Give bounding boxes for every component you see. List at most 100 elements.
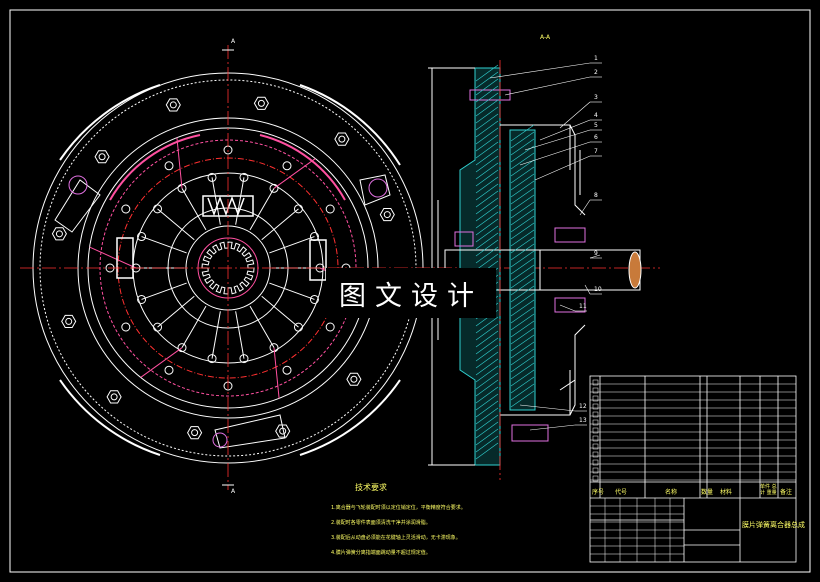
hatch-line [510, 376, 535, 394]
hatch-line [510, 285, 535, 303]
tb-seq-box [592, 411, 599, 418]
hatch-line [475, 428, 499, 446]
bolt-hole [275, 424, 291, 438]
spring-finger [249, 188, 275, 231]
rivet [282, 365, 292, 375]
watermark: 图文设计 [326, 268, 496, 318]
spring-finger [235, 311, 245, 359]
hatch-line [510, 299, 535, 317]
rivet [164, 161, 174, 171]
hatch-line [475, 330, 499, 348]
spring-finger [181, 188, 207, 231]
hatch-line [475, 351, 499, 369]
part-number: 12 [579, 403, 587, 410]
part-number: 5 [594, 122, 598, 129]
hatch-line [475, 232, 499, 250]
hatch-line [510, 292, 535, 310]
hatch-line [475, 323, 499, 341]
leader-line [584, 284, 591, 295]
spring-finger [141, 236, 187, 254]
hatch-line [475, 344, 499, 362]
spring-finger [261, 208, 299, 241]
hatch-line [510, 306, 535, 324]
hatch-line [510, 215, 535, 233]
spring-finger [261, 295, 299, 328]
tb-header-seq: 序号 [592, 489, 605, 496]
hatch-line [475, 218, 499, 236]
leader-line [489, 62, 591, 79]
drawing-frame [9, 9, 811, 573]
part-leaders [489, 62, 602, 431]
strap-line [273, 347, 280, 399]
hatch-line [510, 236, 535, 254]
hatch-line [510, 131, 535, 149]
finger-hole [137, 294, 147, 304]
hatch-line [475, 197, 499, 215]
tb-seq-box [592, 467, 599, 474]
hatch-line [475, 400, 499, 418]
hatch-line [475, 365, 499, 383]
spring-finger [157, 208, 195, 241]
cut-mark-bottom: A [231, 488, 236, 495]
title-block-rows [590, 379, 796, 482]
tech-note: 4.膜片弹簧分离指端面跳动量不超过规定值。 [331, 550, 431, 556]
leader-line [559, 101, 591, 129]
leader-line [559, 304, 576, 312]
hatch-line [475, 155, 499, 173]
rivet [164, 365, 174, 375]
spring-finger [141, 282, 187, 300]
hatch-line [510, 327, 535, 345]
section-hatch [475, 64, 535, 460]
bolt-hole [51, 227, 67, 241]
hatch-line [475, 442, 499, 460]
hatch-line [510, 369, 535, 387]
tb-seq-box [592, 443, 599, 450]
hatch-line [475, 379, 499, 397]
hatch-line [475, 337, 499, 355]
hatch-line [510, 271, 535, 289]
drawing-title: 膜片弹簧离合器总成 [742, 521, 805, 529]
tech-requirements-notes: 1.离合器与飞轮装配时须以定位销定位，平衡精度符合要求。 2.装配时各零件表面须… [331, 503, 466, 563]
hatch-line [510, 180, 535, 198]
part-number: 13 [579, 417, 587, 424]
tb-seq-box [592, 459, 599, 466]
tb-header-name: 名称 [665, 489, 678, 496]
finger-hole [293, 204, 303, 214]
hatch-line [475, 92, 499, 110]
hatch-line [510, 362, 535, 380]
leader-line [539, 119, 591, 141]
hatch-line [510, 187, 535, 205]
tech-requirements-title: 技术要求 [355, 483, 387, 492]
leader-line [519, 141, 591, 166]
bolt-hole [346, 372, 362, 386]
leader-line [504, 76, 591, 96]
hatch-line [510, 152, 535, 170]
title-block-lower-grid [590, 498, 684, 562]
hatch-line [475, 358, 499, 376]
spring-finger [269, 282, 315, 300]
tb-header-material: 材料 [720, 489, 733, 496]
hatch-line [475, 421, 499, 439]
leader-line [579, 199, 591, 216]
hatch-line [475, 169, 499, 187]
hatch-line [510, 334, 535, 352]
bolt-hole [187, 426, 203, 440]
tb-header-qty: 数量 [701, 489, 714, 496]
hatch-line [510, 320, 535, 338]
spring-finger [235, 177, 245, 225]
finger-hole [207, 172, 217, 182]
hatch-line [510, 138, 535, 156]
rivet [121, 322, 131, 332]
leader-line [534, 155, 591, 181]
hatch-line [475, 316, 499, 334]
hatch-line [475, 211, 499, 229]
tb-seq-box [592, 403, 599, 410]
bolt-hole [94, 150, 110, 164]
rivet [325, 204, 335, 214]
hatch-line [475, 183, 499, 201]
hatch-line [510, 278, 535, 296]
hatch-line [475, 127, 499, 145]
part-number: 6 [594, 134, 598, 141]
spring-finger [269, 236, 315, 254]
rivet [121, 204, 131, 214]
